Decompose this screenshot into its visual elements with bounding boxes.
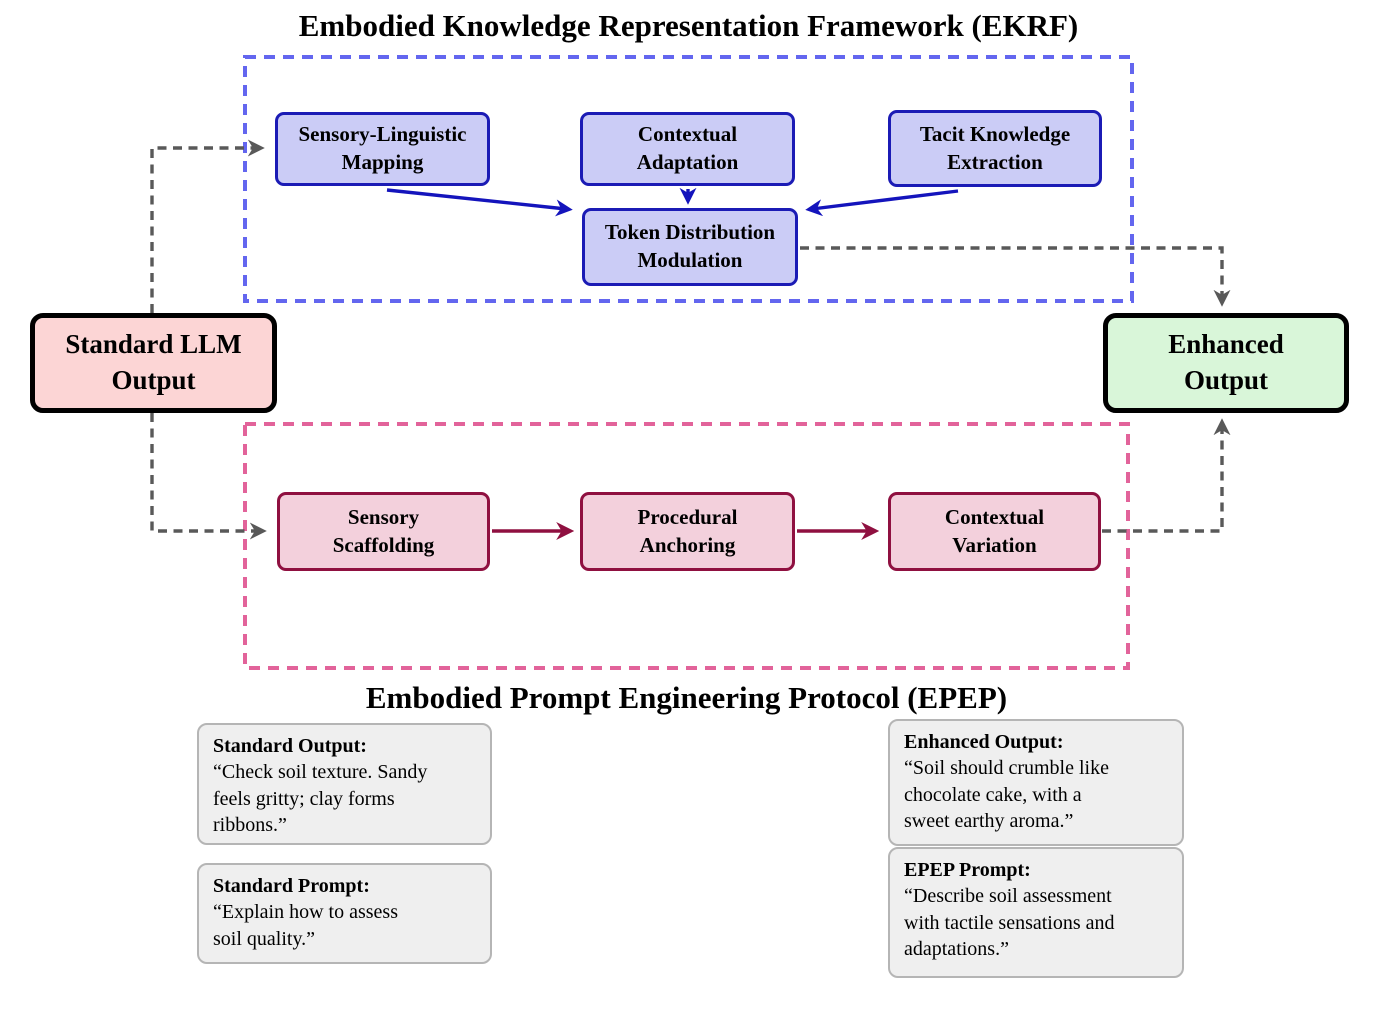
example-standard-output-title: Standard Output: [213, 735, 367, 757]
example-enhanced-output: Enhanced Output: “Soil should crumble li… [888, 719, 1184, 846]
epep-frame [243, 422, 1130, 670]
example-standard-prompt: Standard Prompt: “Explain how to assess … [197, 863, 492, 964]
node-token-distribution-modulation: Token Distribution Modulation [582, 208, 798, 286]
flow-llm-to-epep-arrow [150, 413, 267, 540]
node-enhanced-output: Enhanced Output [1103, 313, 1349, 413]
arrow-slm-to-tdm [386, 188, 573, 217]
node-procedural-anchoring: Procedural Anchoring [580, 492, 795, 571]
node-contextual-adaptation: Contextual Adaptation [580, 112, 795, 186]
example-standard-output-body: “Check soil texture. Sandy feels gritty;… [213, 761, 428, 837]
flow-llm-to-ekrf-arrow [150, 139, 265, 313]
example-enhanced-output-body: “Soil should crumble like chocolate cake… [904, 757, 1109, 833]
example-standard-prompt-body: “Explain how to assess soil quality.” [213, 901, 398, 950]
example-epep-prompt: EPEP Prompt: “Describe soil assessment w… [888, 847, 1184, 978]
ekrf-title: Embodied Knowledge Representation Framew… [298, 8, 1079, 43]
node-tacit-knowledge-extraction: Tacit Knowledge Extraction [888, 110, 1102, 187]
flow-ekrf-to-enhanced-arrow [800, 246, 1231, 307]
example-epep-prompt-title: EPEP Prompt: [904, 859, 1031, 881]
node-standard-llm-output: Standard LLM Output [30, 313, 277, 413]
example-enhanced-output-title: Enhanced Output: [904, 731, 1064, 753]
node-sensory-linguistic-mapping: Sensory-Linguistic Mapping [275, 112, 490, 186]
arrow-tke-to-tdm [805, 189, 959, 217]
node-contextual-variation: Contextual Variation [888, 492, 1101, 571]
example-standard-output: Standard Output: “Check soil texture. Sa… [197, 723, 492, 845]
node-sensory-scaffolding: Sensory Scaffolding [277, 492, 490, 571]
flow-epep-to-enhanced-arrow [1102, 418, 1231, 533]
example-epep-prompt-body: “Describe soil assessment with tactile s… [904, 885, 1115, 961]
epep-title: Embodied Prompt Engineering Protocol (EP… [365, 680, 1008, 715]
ekrf-frame [243, 55, 1134, 303]
example-standard-prompt-title: Standard Prompt: [213, 875, 370, 897]
